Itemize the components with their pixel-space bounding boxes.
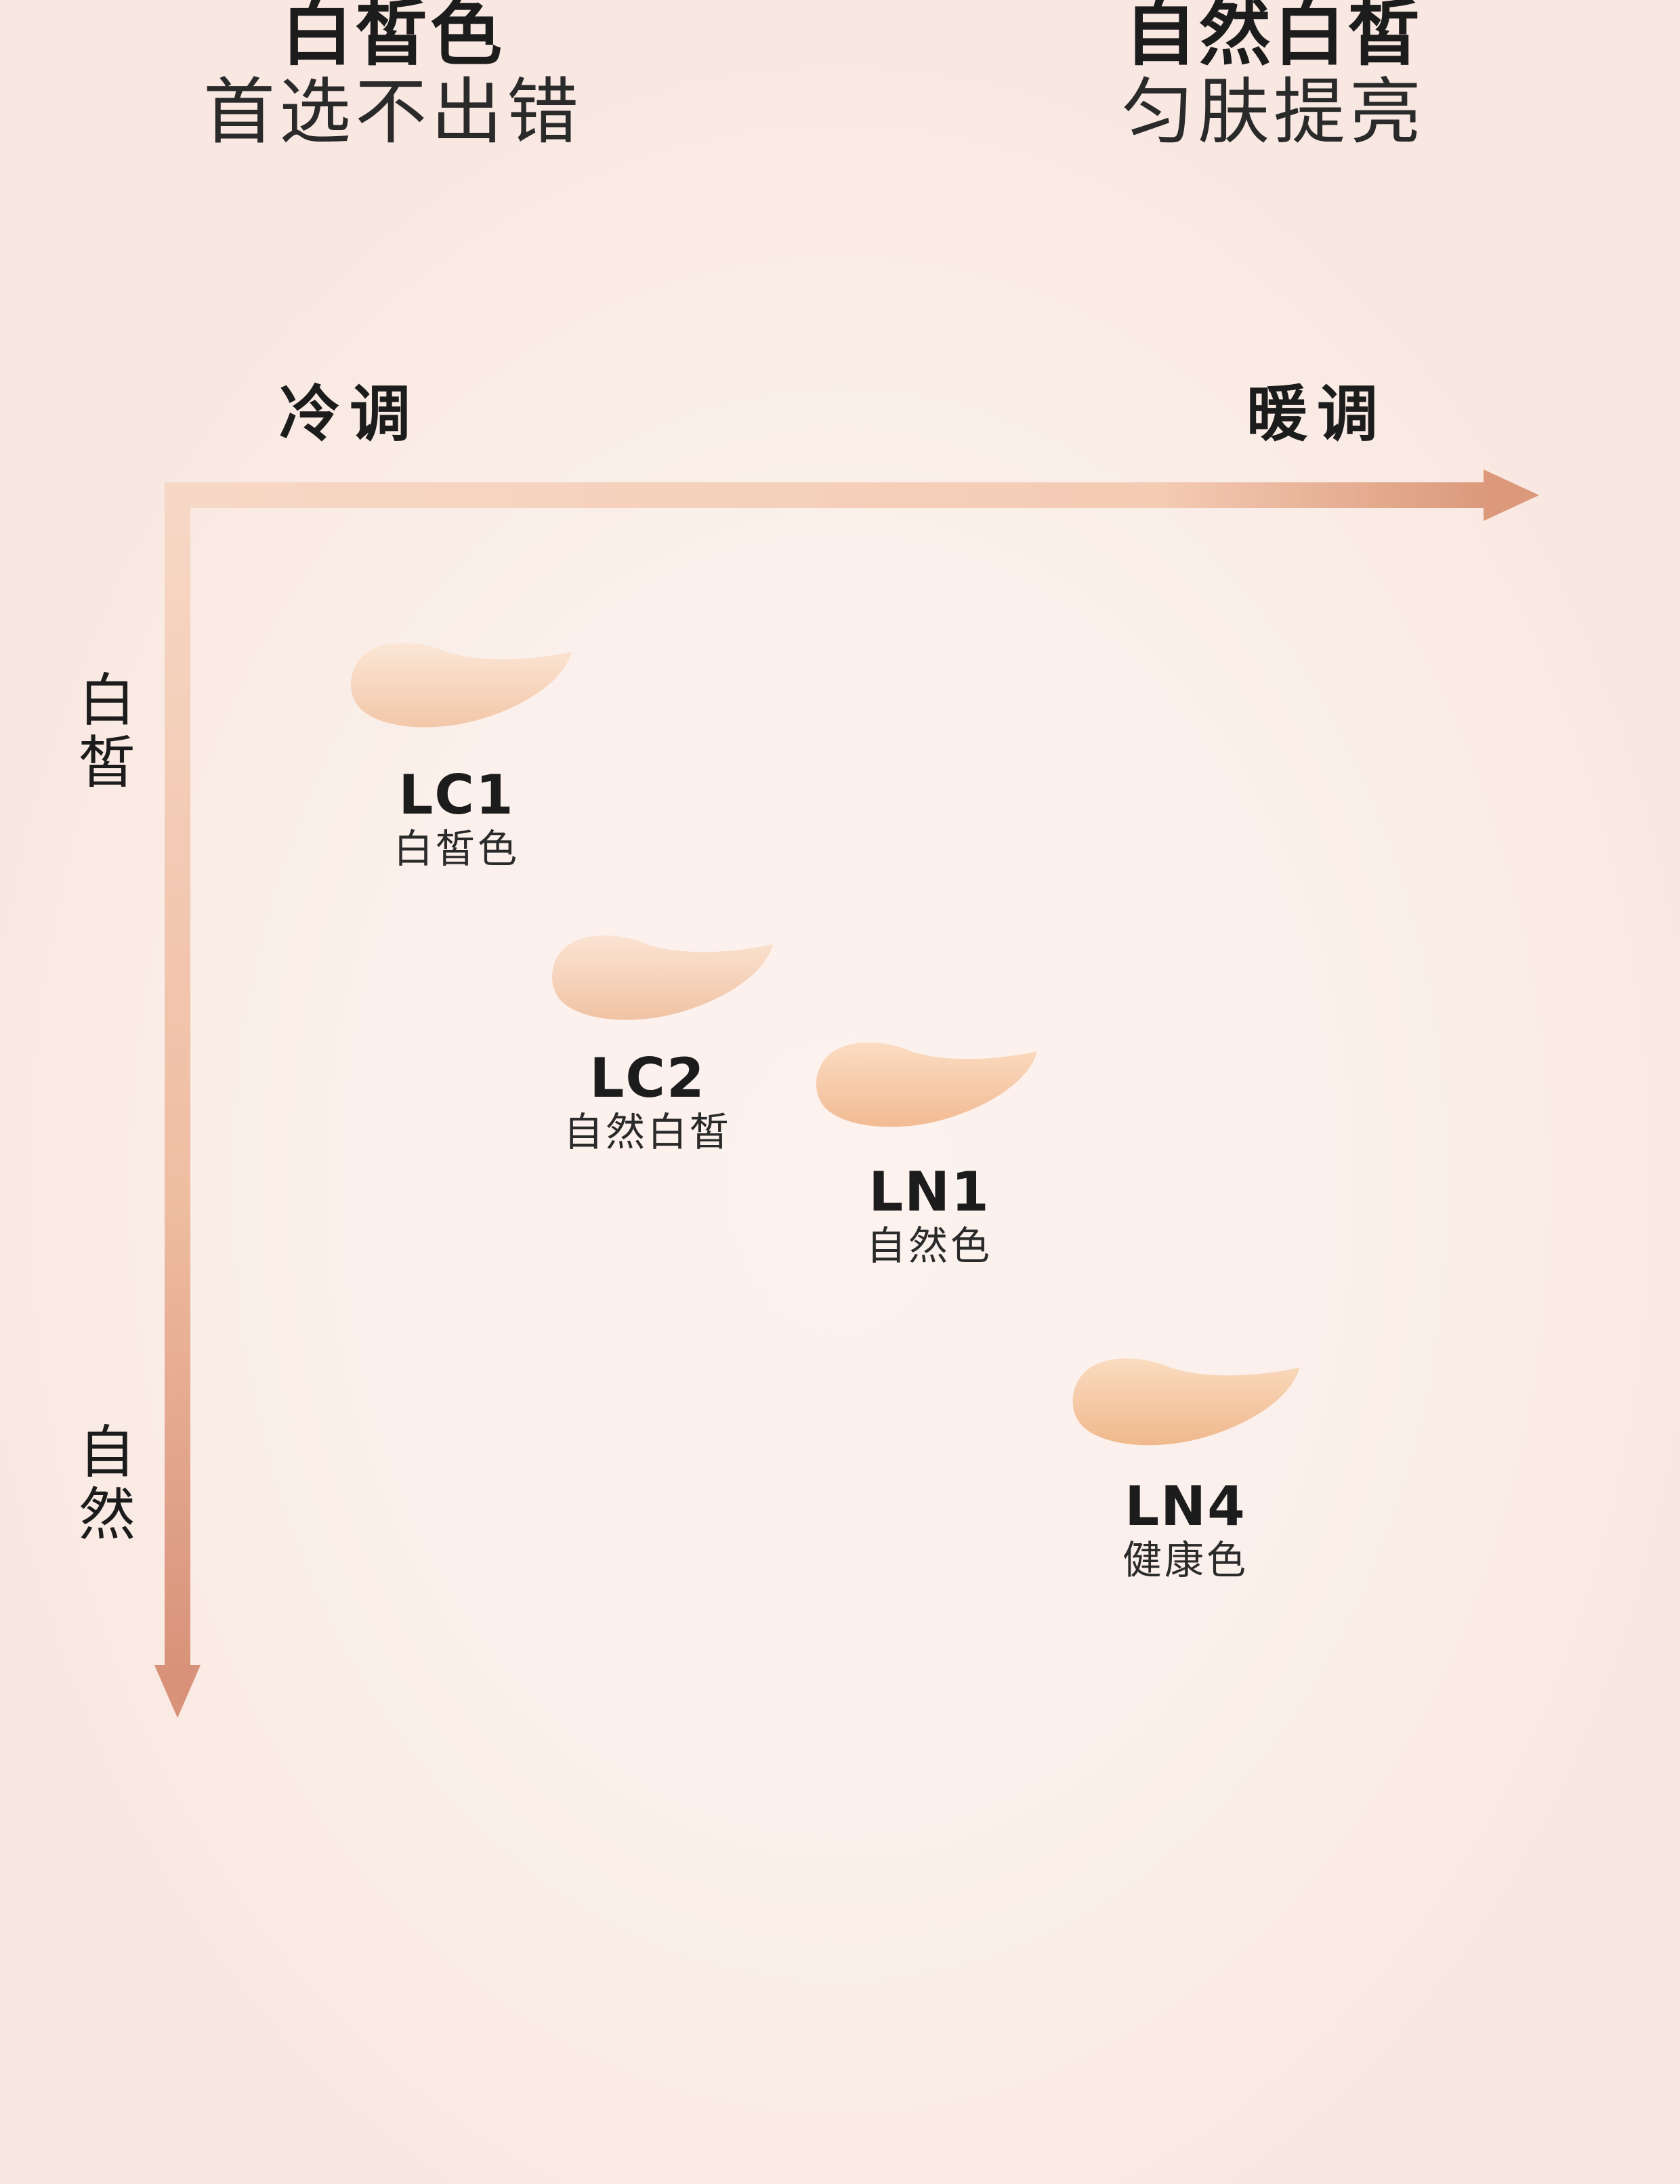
swatch-ln1-smear — [816, 1042, 1037, 1127]
swatch-lc1 — [351, 642, 572, 728]
swatch-ln4 — [1072, 1358, 1300, 1446]
headline-fair-title: 白皙色 — [281, 0, 505, 75]
headline-natural-fair: 自然白皙 匀肤提亮 — [1084, 0, 1463, 153]
headline-fair: 白皙色 首选不出错 — [203, 0, 583, 153]
shade-ln4: LN4 健康色 — [1064, 1477, 1307, 1584]
shade-name: 自然色 — [866, 1223, 992, 1269]
axis-label-fair: 白皙 — [78, 667, 135, 796]
axis-label-cool: 冷调 — [279, 379, 420, 450]
swatch-lc1-smear — [351, 642, 572, 728]
vertical-axis-line — [165, 482, 190, 1675]
swatch-lc2-smear — [552, 935, 773, 1020]
horizontal-arrowhead-icon — [1484, 469, 1539, 521]
axis-label-natural: 自然 — [78, 1419, 135, 1548]
axis-label-warm: 暖调 — [1246, 379, 1387, 450]
swatch-ln4-smear — [1072, 1358, 1300, 1446]
shade-code: LN4 — [1125, 1475, 1246, 1538]
horizontal-axis-line — [165, 482, 1492, 508]
shade-name: 健康色 — [1122, 1537, 1248, 1583]
shade-name: 自然白皙 — [563, 1109, 732, 1155]
horizontal-axis-arrow — [165, 469, 1539, 521]
swatch-lc2 — [552, 935, 773, 1020]
shade-lc1: LC1 白皙色 — [335, 765, 579, 873]
shade-ln1: LN1 自然色 — [807, 1162, 1051, 1269]
shade-lc2: LC2 自然白皙 — [526, 1049, 770, 1156]
vertical-arrowhead-icon — [154, 1665, 201, 1718]
shade-code: LC1 — [398, 763, 515, 826]
shade-name: 白皙色 — [393, 826, 520, 872]
shade-code: LN1 — [868, 1160, 990, 1223]
headline-natural-fair-subtitle: 匀肤提亮 — [1122, 70, 1425, 154]
shade-code: LC2 — [589, 1047, 706, 1110]
headline-fair-subtitle: 首选不出错 — [203, 70, 583, 154]
headline-natural-fair-title: 自然白皙 — [1125, 0, 1423, 75]
swatch-ln1 — [816, 1042, 1037, 1127]
vertical-axis-arrow — [154, 482, 201, 1718]
